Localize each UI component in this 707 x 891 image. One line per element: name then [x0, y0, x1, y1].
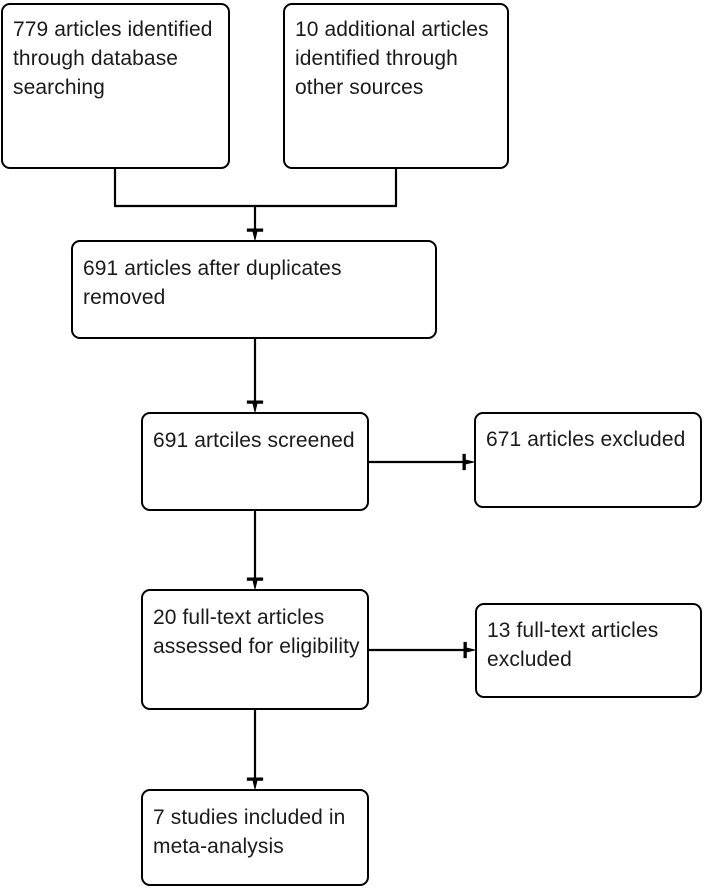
node-duplicates-removed[interactable]	[71, 240, 437, 339]
node-fulltext-assessed[interactable]	[141, 589, 369, 710]
node-articles-screened[interactable]	[141, 412, 369, 511]
node-studies-included[interactable]	[141, 789, 369, 886]
node-identified-other-sources[interactable]	[283, 3, 509, 169]
node-articles-excluded[interactable]	[474, 412, 702, 508]
node-identified-database[interactable]	[1, 3, 230, 169]
node-fulltext-excluded[interactable]	[475, 603, 702, 698]
